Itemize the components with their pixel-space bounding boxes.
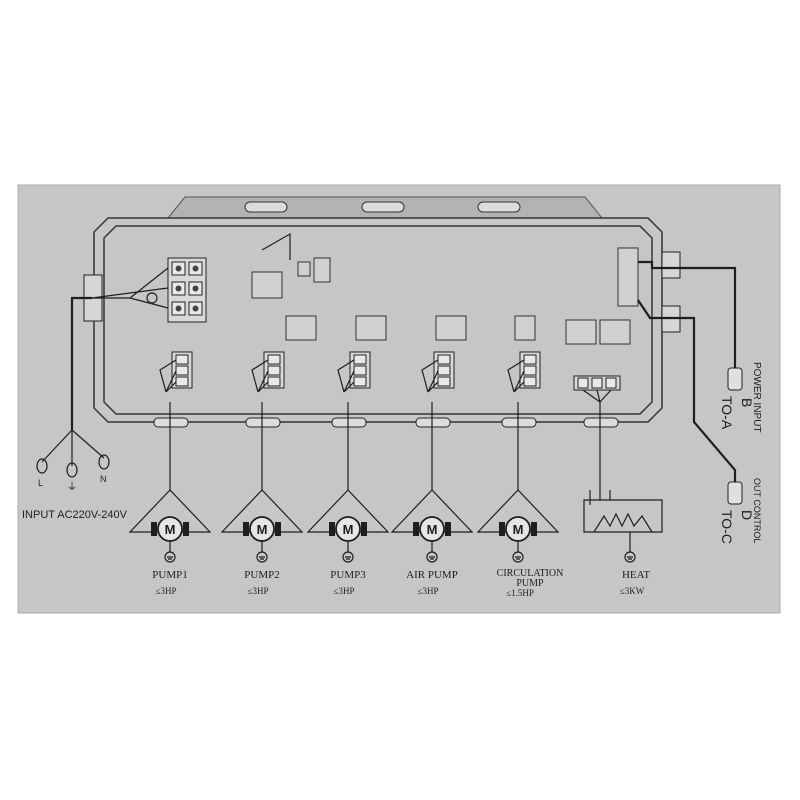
plug-a — [727, 367, 743, 391]
label-power-input: POWER INPUT — [751, 362, 762, 433]
load-pump1: M PUMP1 ≤3HP — [128, 351, 212, 596]
load-rating: ≤1.5HP — [506, 588, 534, 598]
label-b: B — [739, 398, 755, 407]
plug-c — [727, 481, 743, 505]
label-to-a: TO-A — [719, 396, 735, 430]
load-name: AIR PUMP — [406, 569, 458, 581]
load-name: HEAT — [622, 569, 650, 581]
motor-symbol: M — [343, 522, 354, 537]
bracket-slot — [244, 201, 288, 213]
load-name: PUMP — [516, 578, 544, 589]
wire-label-l: L — [38, 478, 43, 488]
bracket-slot — [477, 201, 521, 213]
gland-power-input — [661, 251, 681, 279]
input-cable — [70, 296, 92, 430]
wire-n-terminal — [98, 454, 110, 470]
load-name: PUMP2 — [244, 569, 279, 581]
load-rating: ≤3HP — [334, 586, 355, 596]
label-d: D — [739, 510, 755, 520]
input-terminal-block — [146, 257, 207, 323]
motor-symbol: M — [427, 522, 438, 537]
plate-background — [17, 184, 781, 614]
motor-symbol: M — [165, 522, 176, 537]
load-heat: HEAT ≤3KW — [573, 375, 663, 596]
label-out-control: OUT CONTROL — [752, 478, 762, 543]
pcb-components — [251, 232, 639, 345]
load-name: CIRCULATION — [497, 568, 564, 579]
wire-label-earth: ⏚ — [67, 481, 77, 493]
input-wires — [91, 267, 169, 309]
load-name: PUMP1 — [152, 569, 187, 581]
control-box-inner — [103, 225, 653, 415]
power-input-cable — [638, 260, 737, 368]
wire-label-n: N — [100, 474, 107, 484]
bracket-slot — [361, 201, 405, 213]
load-name: PUMP3 — [330, 569, 366, 581]
label-to-c: TO-C — [719, 510, 735, 544]
input-voltage-label: INPUT AC220V-240V — [22, 509, 128, 521]
load-air-pump: M AIR PUMP ≤3HP — [390, 351, 474, 596]
out-control-cable — [637, 299, 737, 482]
load-pump3: M PUMP3 ≤3HP — [306, 351, 390, 596]
motor-symbol: M — [513, 522, 524, 537]
wire-earth-terminal — [66, 462, 78, 478]
load-rating: ≤3HP — [418, 586, 439, 596]
load-pump2: M PUMP2 ≤3HP — [220, 351, 304, 596]
load-rating: ≤3KW — [620, 586, 645, 596]
load-rating: ≤3HP — [248, 586, 269, 596]
output-loads: M PUMP1 ≤3HP M PUMP2 ≤3HP M PUMP3 ≤3HP M AIR PUMP ≤… — [128, 351, 663, 598]
load-rating: ≤3HP — [156, 586, 177, 596]
input-split — [41, 429, 105, 466]
motor-symbol: M — [257, 522, 268, 537]
wire-l-terminal — [36, 458, 48, 474]
